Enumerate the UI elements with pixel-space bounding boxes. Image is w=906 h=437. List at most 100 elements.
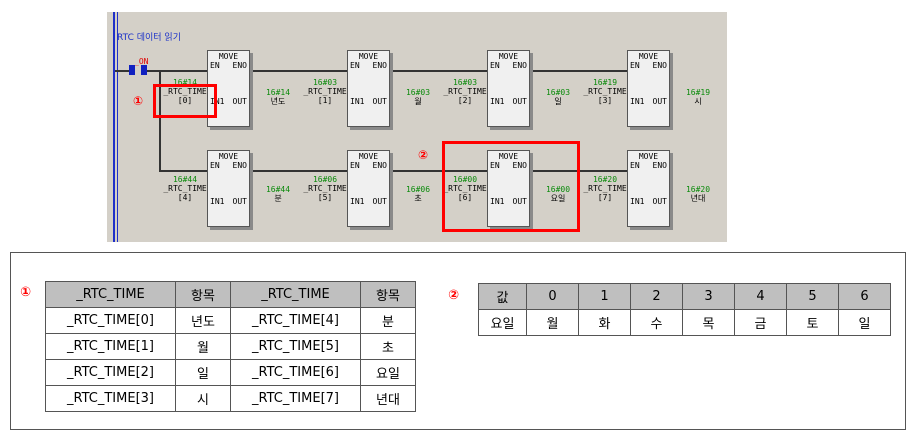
table1-marker: ① [20,285,32,300]
pin-in1: IN1 [490,197,505,206]
r2-b2-input[interactable]: 16#06_RTC_TIME[5] [303,175,347,202]
move-block-r2-2[interactable]: MOVE EN ENO IN1 OUT [347,150,390,227]
pin-out: OUT [652,197,667,206]
table-header: 4 [734,283,787,310]
contact-wire-left [115,70,129,72]
table-cell: 월 [526,309,579,336]
table-cell: _RTC_TIME[3] [45,385,176,412]
r2-b1-input[interactable]: 16#44_RTC_TIME[4] [163,175,207,202]
table-cell: _RTC_TIME[1] [45,333,176,360]
table-header: 항목 [175,281,231,308]
table-cell: 일 [175,359,231,386]
r1-b4-input[interactable]: 16#19_RTC_TIME[3] [583,78,627,105]
block-name: MOVE [358,152,379,161]
r2-b4-input[interactable]: 16#20_RTC_TIME[7] [583,175,627,202]
pin-in1: IN1 [210,197,225,206]
pin-out: OUT [512,197,527,206]
pin-en: EN [210,61,220,70]
table-row: 요일 월 화 수 목 금 토 일 [478,309,891,336]
block-name: MOVE [218,52,239,61]
block-name: MOVE [638,52,659,61]
r1-b1-input[interactable]: 16#14_RTC_TIME[0] [163,78,207,105]
r1-b3-input[interactable]: 16#03_RTC_TIME[2] [443,78,487,105]
block-name: MOVE [498,52,519,61]
table2-marker: ② [448,288,460,303]
table-cell: 분 [360,307,416,334]
pin-eno: ENO [232,61,247,70]
row1-eno-en-wire-3 [530,70,628,72]
r2-b3-input[interactable]: 16#00_RTC_TIME[6] [443,175,487,202]
table-cell: 월 [175,333,231,360]
pin-out: OUT [372,97,387,106]
table-row: _RTC_TIME[3] 시 _RTC_TIME[7] 년대 [45,385,416,412]
contact-left-plate[interactable] [129,65,135,75]
row1-eno-en-wire-1 [250,70,348,72]
branch-vertical-wire [159,70,161,172]
table-cell: 토 [786,309,839,336]
pin-out: OUT [232,197,247,206]
pin-eno: ENO [652,61,667,70]
pin-eno: ENO [232,161,247,170]
pin-en: EN [490,61,500,70]
table-cell: 요일 [360,359,416,386]
move-block-r1-2[interactable]: MOVE EN ENO IN1 OUT [347,50,390,127]
row2-eno-en-wire-1 [250,170,348,172]
move-block-r1-3[interactable]: MOVE EN ENO IN1 OUT [487,50,530,127]
table-cell: 초 [360,333,416,360]
weekday-table: 값 0 1 2 3 4 5 6 요일 월 화 수 목 금 토 일 [478,283,891,336]
move-block-r2-4[interactable]: MOVE EN ENO IN1 OUT [627,150,670,227]
ladder-diagram: RTC 데이터 읽기 _ON MOVE EN ENO IN1 OUT MOVE … [107,12,727,242]
table-header: 값 [478,283,527,310]
pin-out: OUT [512,97,527,106]
table-cell: 요일 [478,309,527,336]
pin-in1: IN1 [210,97,225,106]
table-header: 1 [578,283,631,310]
table-row: _RTC_TIME[1] 월 _RTC_TIME[5] 초 [45,333,416,360]
block-name: MOVE [638,152,659,161]
table-row: _RTC_TIME[2] 일 _RTC_TIME[6] 요일 [45,359,416,386]
r1-b2-input[interactable]: 16#03_RTC_TIME[1] [303,78,347,105]
table-cell: _RTC_TIME[4] [230,307,361,334]
pin-en: EN [490,161,500,170]
move-block-r2-1[interactable]: MOVE EN ENO IN1 OUT [207,150,250,227]
pin-eno: ENO [512,61,527,70]
row1-eno-en-wire-2 [390,70,488,72]
pin-en: EN [630,161,640,170]
table-header-row: 값 0 1 2 3 4 5 6 [478,283,891,310]
table-cell: _RTC_TIME[6] [230,359,361,386]
pin-eno: ENO [372,161,387,170]
contact-right-plate[interactable] [141,65,147,75]
table-header: _RTC_TIME [45,281,176,308]
table-cell: 시 [175,385,231,412]
row2-eno-en-wire-2 [390,170,488,172]
pin-eno: ENO [372,61,387,70]
table-cell: 금 [734,309,787,336]
pin-out: OUT [372,197,387,206]
pin-in1: IN1 [350,197,365,206]
move-block-r2-3[interactable]: MOVE EN ENO IN1 OUT [487,150,530,227]
pin-out: OUT [652,97,667,106]
table-header: _RTC_TIME [230,281,361,308]
rung-title: RTC 데이터 읽기 [117,33,181,43]
table-header: 0 [526,283,579,310]
move-block-r1-4[interactable]: MOVE EN ENO IN1 OUT [627,50,670,127]
table-cell: 화 [578,309,631,336]
left-power-rail [113,12,115,242]
block-name: MOVE [358,52,379,61]
left-power-rail-inner [117,12,118,242]
rtc-time-table: _RTC_TIME 항목 _RTC_TIME 항목 _RTC_TIME[0] 년… [45,281,416,412]
pin-in1: IN1 [490,97,505,106]
table-cell: _RTC_TIME[0] [45,307,176,334]
table-cell: _RTC_TIME[5] [230,333,361,360]
block-name: MOVE [218,152,239,161]
table-cell: 목 [682,309,735,336]
table-row: _RTC_TIME[0] 년도 _RTC_TIME[4] 분 [45,307,416,334]
